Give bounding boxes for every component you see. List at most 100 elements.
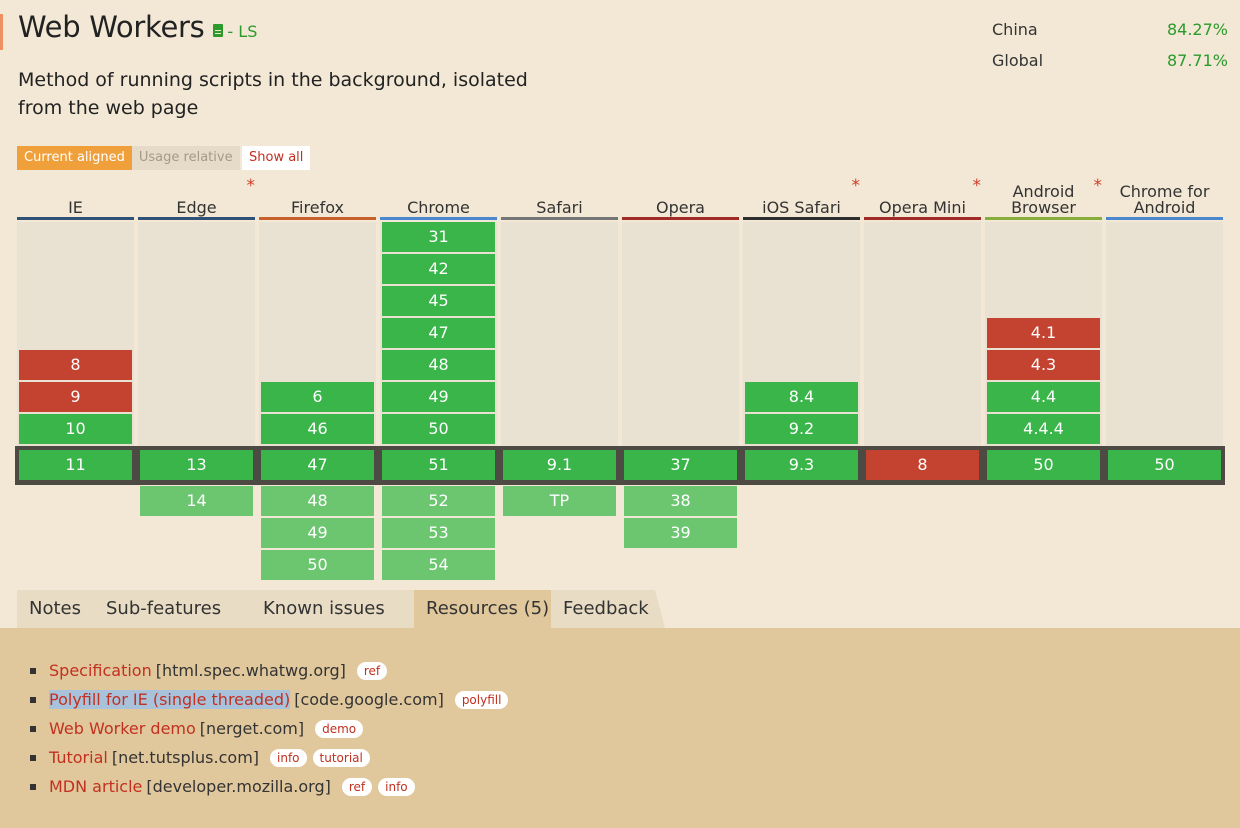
note-asterisk-icon: * — [851, 176, 861, 196]
future-version-cell[interactable]: 48 — [261, 486, 374, 516]
list-item: Tutorial [net.tutsplus.com] info tutoria… — [30, 743, 508, 772]
browser-name: iOS Safari — [762, 198, 841, 217]
usage-region: Global — [992, 51, 1044, 70]
version-cell[interactable]: 8.4 — [745, 382, 858, 412]
list-item: Polyfill for IE (single threaded) [code.… — [30, 685, 509, 714]
resource-tag[interactable]: ref — [341, 777, 373, 796]
future-version-cell[interactable]: 54 — [382, 550, 495, 580]
version-cell[interactable]: 42 — [382, 254, 495, 284]
version-cell[interactable]: 45 — [382, 286, 495, 316]
tab-resources[interactable]: Resources (5) — [414, 590, 563, 628]
version-cell[interactable]: 8 — [19, 350, 132, 380]
browser-column-bg — [864, 222, 981, 446]
living-standard-badge[interactable]: - LS — [227, 22, 258, 41]
list-item: MDN article [developer.mozilla.org] ref … — [30, 772, 508, 801]
feature-description: Method of running scripts in the backgro… — [18, 69, 528, 119]
version-cell[interactable]: 47 — [382, 318, 495, 348]
resource-tag[interactable]: tutorial — [312, 748, 370, 767]
feature-header: Web Workers - LS — [18, 10, 257, 44]
current-version-cell[interactable]: 50 — [987, 450, 1100, 480]
current-version-cell[interactable]: 11 — [19, 450, 132, 480]
browser-header-opera-mini[interactable]: Opera Mini * — [864, 178, 981, 220]
document-icon[interactable] — [213, 24, 224, 37]
current-version-cell[interactable]: 9.3 — [745, 450, 858, 480]
current-version-cell[interactable]: 9.1 — [503, 450, 616, 480]
resource-tag[interactable]: info — [378, 777, 415, 796]
version-cell[interactable]: 48 — [382, 350, 495, 380]
version-cell[interactable]: 9 — [19, 382, 132, 412]
future-version-cell[interactable]: 39 — [624, 518, 737, 548]
tab-feedback[interactable]: Feedback — [551, 590, 665, 628]
show-all-button[interactable]: Show all — [242, 146, 311, 170]
browser-header-edge[interactable]: Edge* — [138, 178, 255, 220]
browser-name: IE — [68, 198, 83, 217]
usage-row-global: Global 87.71% — [992, 51, 1228, 82]
browser-column-bg — [17, 222, 134, 446]
tab-notes[interactable]: Notes — [17, 590, 104, 628]
browser-color-bar — [743, 217, 860, 220]
resource-link[interactable]: MDN article — [49, 777, 143, 796]
browser-header-safari[interactable]: Safari — [501, 178, 618, 220]
version-cell[interactable]: 4.1 — [987, 318, 1100, 348]
browser-header-firefox[interactable]: Firefox — [259, 178, 376, 220]
version-cell[interactable]: 4.4 — [987, 382, 1100, 412]
browser-name: Opera — [656, 198, 705, 217]
resource-link[interactable]: Polyfill for IE (single threaded) — [49, 690, 291, 709]
future-version-cell[interactable]: 49 — [261, 518, 374, 548]
resource-link[interactable]: Specification — [49, 661, 152, 680]
version-cell[interactable]: 4.4.4 — [987, 414, 1100, 444]
future-version-cell[interactable]: 38 — [624, 486, 737, 516]
version-cell[interactable]: 9.2 — [745, 414, 858, 444]
usage-stats: China 84.27% Global 87.71% — [992, 20, 1228, 82]
resource-tag[interactable]: info — [270, 748, 307, 767]
feature-title: Web Workers — [18, 10, 205, 44]
list-item: Specification [html.spec.whatwg.org] ref — [30, 656, 508, 685]
version-cell[interactable]: 46 — [261, 414, 374, 444]
current-version-cell[interactable]: 37 — [624, 450, 737, 480]
usage-relative-toggle[interactable]: Usage relative — [131, 146, 240, 170]
browser-header-ios-safari[interactable]: iOS Safari * — [743, 178, 860, 220]
version-cell[interactable]: 50 — [382, 414, 495, 444]
browser-header-chrome[interactable]: Chrome — [380, 178, 497, 220]
version-cell[interactable]: 49 — [382, 382, 495, 412]
usage-percent: 84.27% — [1166, 20, 1228, 39]
browser-color-bar — [17, 217, 134, 220]
usage-percent: 87.71% — [1166, 51, 1228, 70]
list-item: Web Worker demo [nerget.com] demo — [30, 714, 508, 743]
bullet-icon — [30, 754, 36, 761]
current-version-cell[interactable]: 50 — [1108, 450, 1221, 480]
resource-host: [nerget.com] — [199, 719, 305, 738]
resource-host: [developer.mozilla.org] — [146, 777, 331, 796]
resource-link[interactable]: Web Worker demo — [49, 719, 196, 738]
current-version-cell[interactable]: 8 — [866, 450, 979, 480]
tab-known-issues[interactable]: Known issues (0) — [251, 590, 425, 657]
version-cell[interactable]: 10 — [19, 414, 132, 444]
resource-tag[interactable]: ref — [356, 661, 388, 680]
current-aligned-toggle[interactable]: Current aligned — [17, 146, 132, 170]
current-version-cell[interactable]: 51 — [382, 450, 495, 480]
browser-header-opera[interactable]: Opera — [622, 178, 739, 220]
current-version-cell[interactable]: 13 — [140, 450, 253, 480]
resource-tag[interactable]: polyfill — [454, 690, 509, 709]
browser-name: Opera Mini — [879, 198, 966, 217]
future-version-cell[interactable]: 52 — [382, 486, 495, 516]
tab-sub-features[interactable]: Sub-features (1) — [94, 590, 262, 657]
version-cell[interactable]: 4.3 — [987, 350, 1100, 380]
current-version-cell[interactable]: 47 — [261, 450, 374, 480]
version-cell[interactable]: 6 — [261, 382, 374, 412]
version-cell[interactable]: 31 — [382, 222, 495, 252]
browser-name: Firefox — [291, 198, 344, 217]
future-version-cell[interactable]: TP — [503, 486, 616, 516]
usage-region: China — [992, 20, 1038, 39]
note-asterisk-icon: * — [972, 176, 982, 196]
future-version-cell[interactable]: 53 — [382, 518, 495, 548]
browser-header-ie[interactable]: IE — [17, 178, 134, 220]
future-version-cell[interactable]: 14 — [140, 486, 253, 516]
future-version-cell[interactable]: 50 — [261, 550, 374, 580]
resource-tag[interactable]: demo — [315, 719, 364, 738]
resource-link[interactable]: Tutorial — [49, 748, 108, 767]
resources-list: Specification [html.spec.whatwg.org] ref… — [30, 656, 509, 801]
